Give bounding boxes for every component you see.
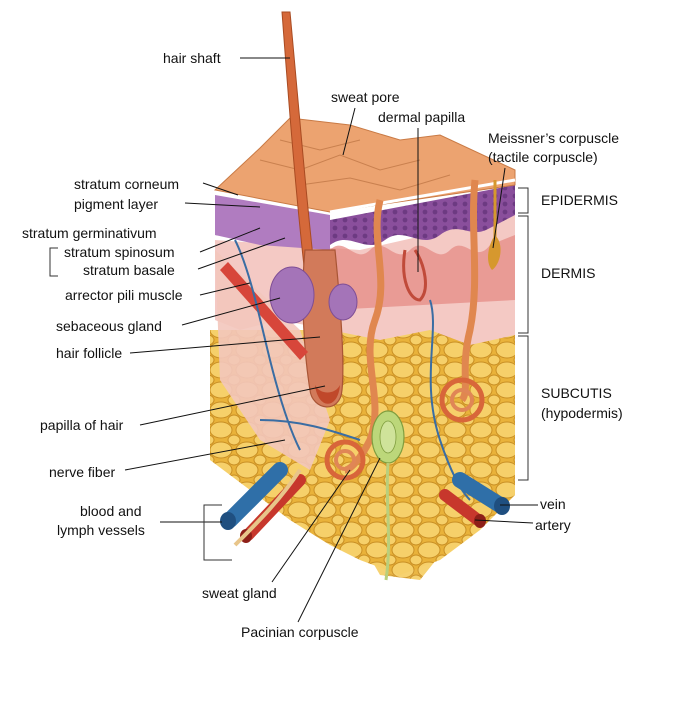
pacinian-core: [379, 420, 397, 454]
skin-surface: [213, 117, 516, 213]
label-artery: artery: [535, 517, 571, 533]
label-pigment-layer: pigment layer: [74, 196, 158, 212]
label-vessels-1: blood and: [80, 503, 142, 519]
sebaceous-gland: [269, 266, 315, 324]
sebaceous-gland-lobe: [328, 283, 358, 321]
brackets: [49, 187, 529, 561]
vessels-right: [439, 472, 510, 528]
sweat-gland-coil-right: [439, 377, 485, 423]
label-vessels-2: lymph vessels: [57, 522, 145, 538]
label-epidermis: EPIDERMIS: [541, 192, 618, 208]
label-meissner-2: (tactile corpuscle): [488, 149, 598, 165]
subcutis-bracket: [518, 335, 529, 481]
hair-follicle: [302, 249, 344, 408]
label-subcutis-2: (hypodermis): [541, 405, 623, 421]
sweat-gland-coil-right-inner: [450, 388, 474, 412]
label-stratum-basale: stratum basale: [83, 262, 175, 278]
sweat-gland-coil-inner: [334, 449, 356, 471]
label-dermal-papilla: dermal papilla: [378, 109, 465, 125]
labels: hair shaft sweat pore dermal papilla Mei…: [22, 50, 623, 640]
label-stratum-spinosum: stratum spinosum: [64, 244, 174, 260]
label-hair-follicle: hair follicle: [56, 345, 122, 361]
dermis-front: [215, 250, 330, 470]
label-sweat-gland: sweat gland: [202, 585, 277, 601]
vessels-bracket: [203, 504, 232, 561]
pacinian-nerve: [384, 462, 390, 581]
arrector-pili-muscle: [220, 262, 308, 360]
stratum-bracket: [49, 247, 58, 277]
leader-lines: [124, 57, 538, 623]
label-dermis: DERMIS: [541, 265, 595, 281]
epidermis-edge: [329, 178, 516, 214]
fat-lobes-lower: [300, 470, 470, 580]
label-subcutis-1: SUBCUTIS: [541, 385, 612, 401]
vessels-left: [220, 462, 306, 547]
sweat-duct-right: [458, 179, 479, 403]
label-nerve-fiber: nerve fiber: [49, 464, 115, 480]
label-arrector-pili: arrector pili muscle: [65, 287, 183, 303]
label-vein: vein: [540, 496, 566, 512]
label-pacinian: Pacinian corpuscle: [241, 624, 359, 640]
label-sebaceous-gland: sebaceous gland: [56, 318, 162, 334]
label-stratum-germinativum: stratum germinativum: [22, 225, 157, 241]
label-hair-shaft: hair shaft: [163, 50, 221, 66]
label-stratum-corneum: stratum corneum: [74, 176, 179, 192]
epidermis-bracket: [518, 187, 529, 214]
dermis-bracket: [518, 215, 529, 334]
label-papilla-of-hair: papilla of hair: [40, 417, 124, 433]
label-meissner-1: Meissner’s corpuscle: [488, 130, 619, 146]
hair-bulb: [315, 385, 340, 404]
dermal-papilla-loop: [402, 249, 427, 302]
label-sweat-pore: sweat pore: [331, 89, 400, 105]
meissners-corpuscle: [488, 235, 501, 270]
skin-illustration: [210, 11, 516, 581]
